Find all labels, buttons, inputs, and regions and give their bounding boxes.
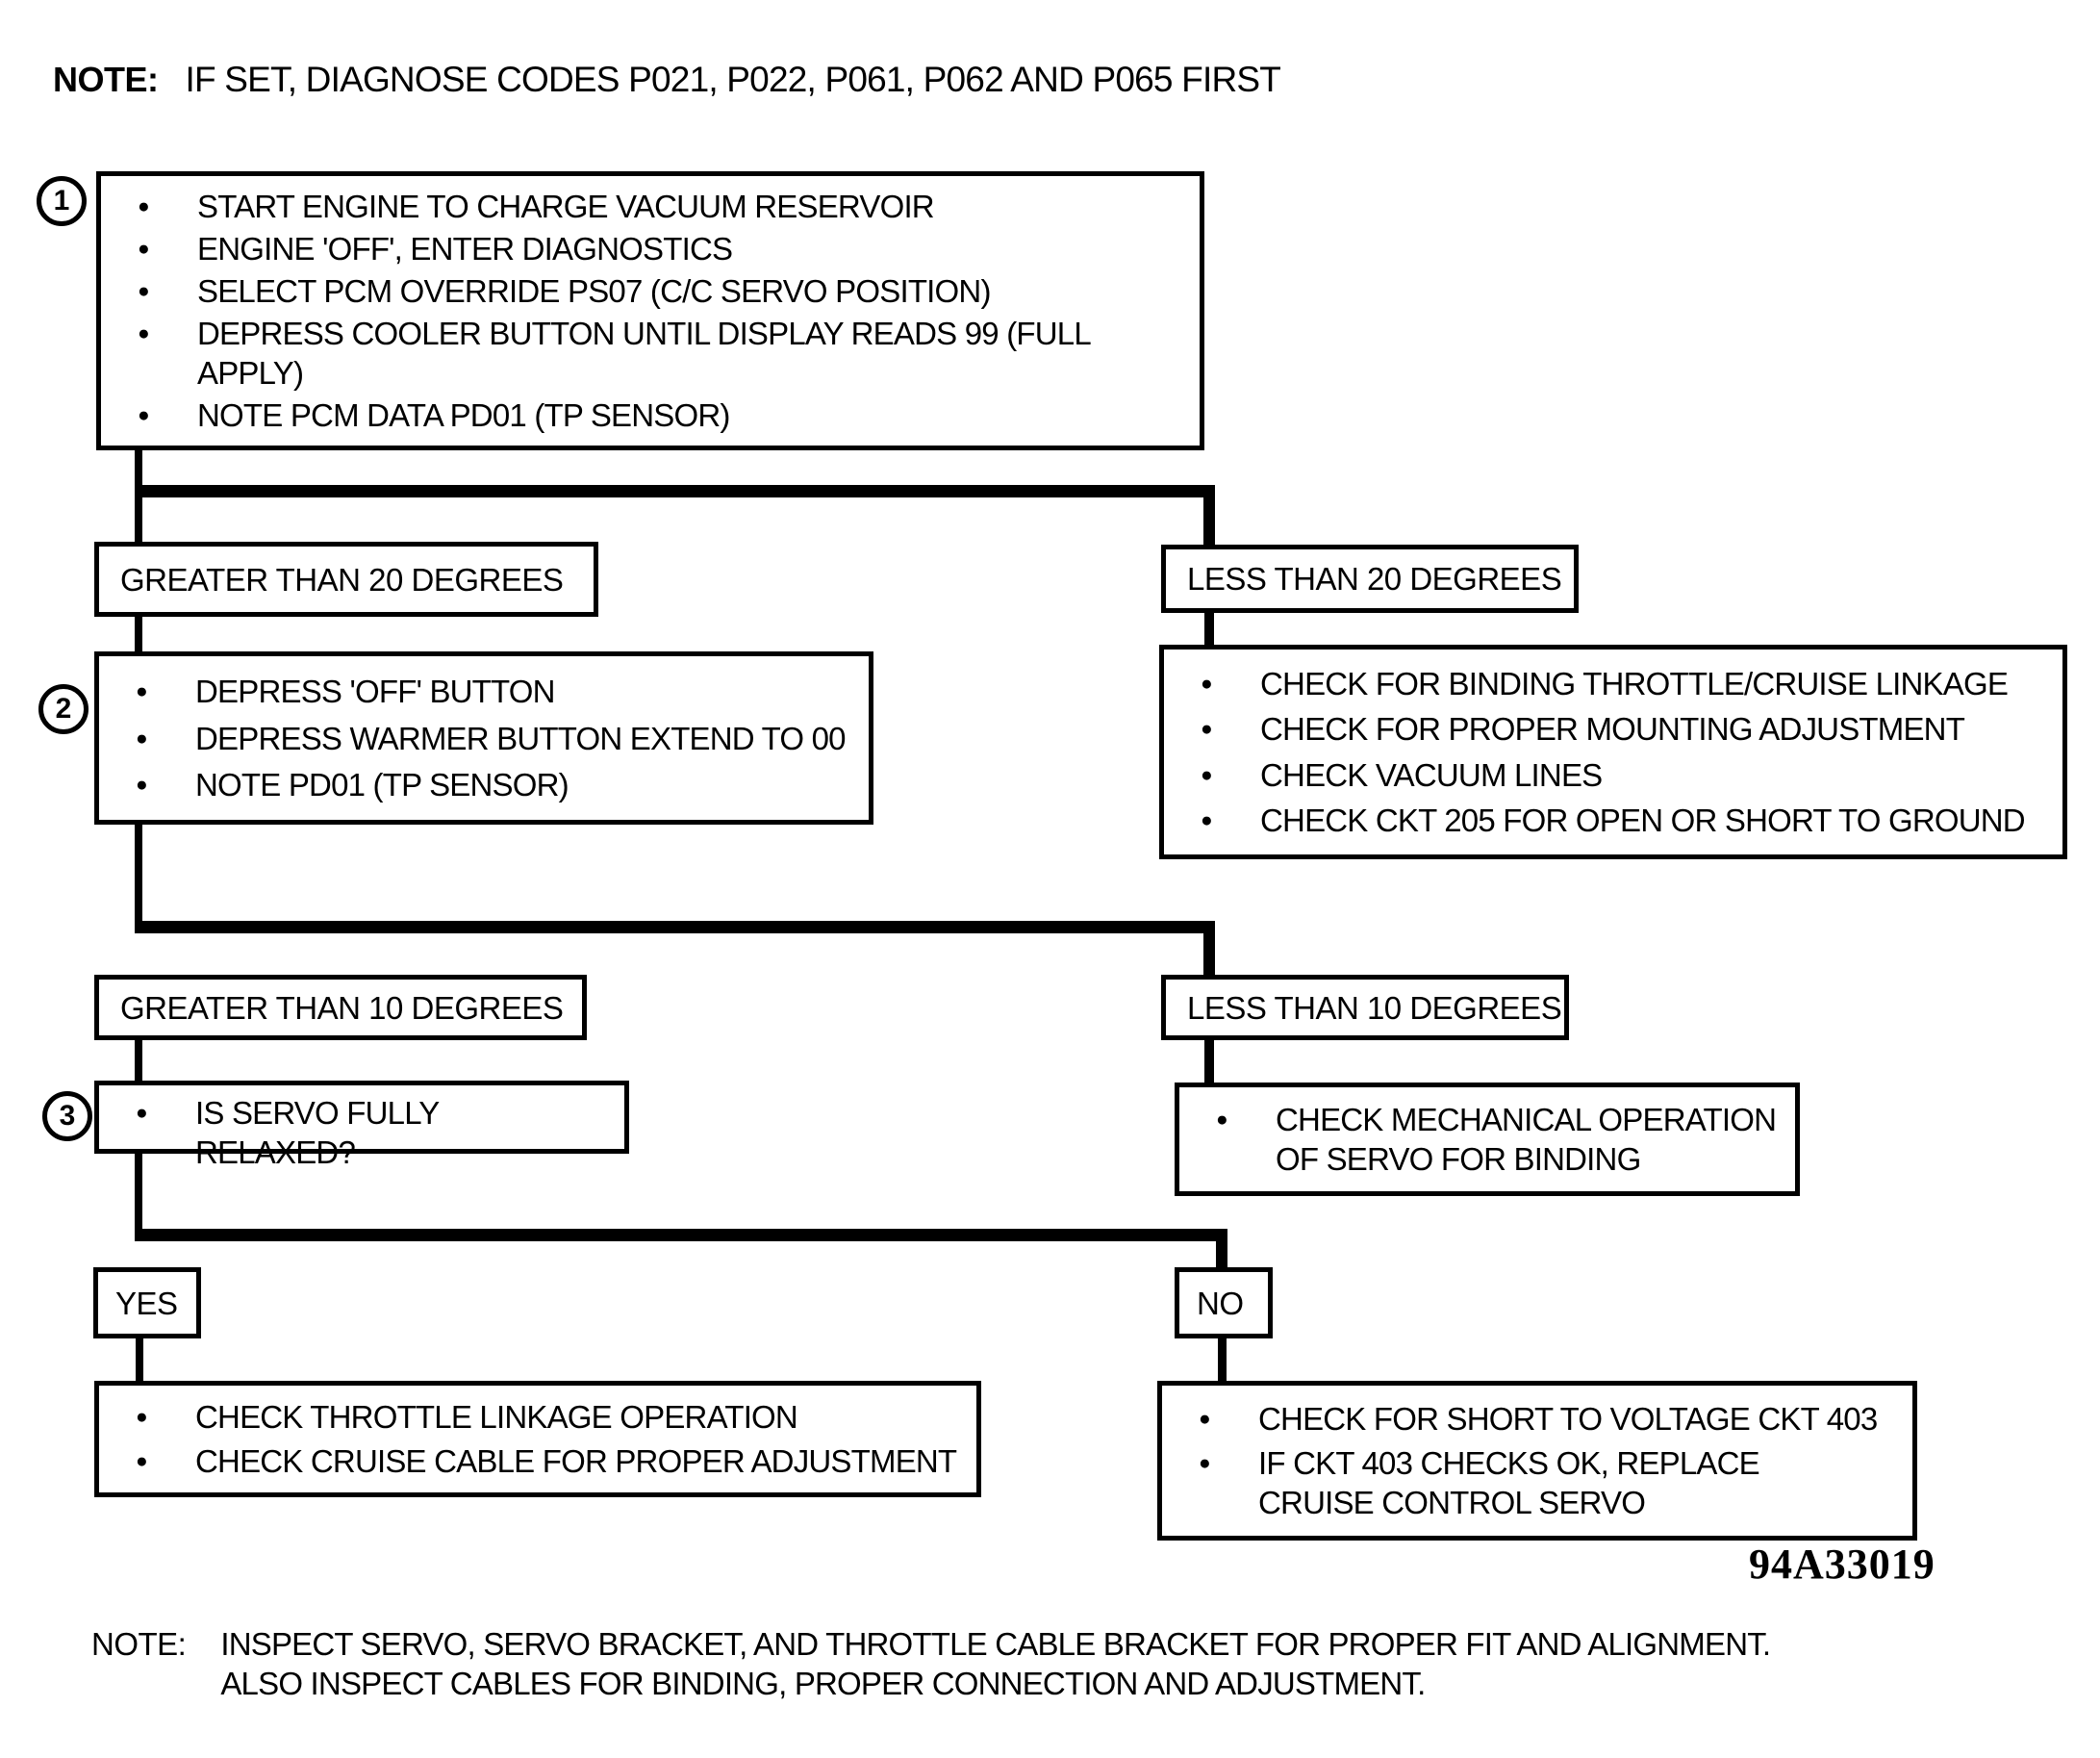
top-note-label: NOTE: xyxy=(53,60,159,99)
yes-check-item: ● CHECK CRUISE CABLE FOR PROPER ADJUSTME… xyxy=(111,1441,965,1481)
step-3-marker: 3 xyxy=(42,1091,92,1141)
bullet-icon: ● xyxy=(136,774,148,797)
connector-lt10-down xyxy=(1204,1040,1214,1084)
yes-check-text: CHECK CRUISE CABLE FOR PROPER ADJUSTMENT xyxy=(195,1442,957,1479)
lt20-check-item: ● CHECK VACUUM LINES xyxy=(1176,755,2051,795)
bullet-icon: ● xyxy=(1216,1108,1228,1131)
step-2-item: ● DEPRESS WARMER BUTTON EXTEND TO 00 xyxy=(111,719,857,758)
branch-no-box: NO xyxy=(1175,1267,1273,1338)
top-note-text: IF SET, DIAGNOSE CODES P021, P022, P061,… xyxy=(185,60,1281,99)
bottom-note-line: ALSO INSPECT CABLES FOR BINDING, PROPER … xyxy=(220,1666,1426,1701)
step-1-item: ● DEPRESS COOLER BUTTON UNTIL DISPLAY RE… xyxy=(113,314,1188,393)
bullet-icon: ● xyxy=(138,195,150,217)
lt20-check-text: CHECK FOR BINDING THROTTLE/CRUISE LINKAG… xyxy=(1260,665,2009,701)
connector-branch1-bar xyxy=(135,485,1215,497)
branch-yes-box: YES xyxy=(93,1267,201,1338)
step-1-item-text: DEPRESS COOLER BUTTON UNTIL DISPLAY READ… xyxy=(197,316,1097,391)
bullet-icon: ● xyxy=(136,679,148,702)
connector-branch2-bar xyxy=(135,921,1215,933)
no-check-text: IF CKT 403 CHECKS OK, REPLACE CRUISE CON… xyxy=(1258,1445,1768,1521)
yes-check-item: ● CHECK THROTTLE LINKAGE OPERATION xyxy=(111,1397,965,1437)
bullet-icon: ● xyxy=(138,280,150,302)
connector-branch3-bar xyxy=(135,1229,1227,1241)
lt20-check-item: ● CHECK CKT 205 FOR OPEN OR SHORT TO GRO… xyxy=(1176,801,2051,840)
top-note: NOTE: IF SET, DIAGNOSE CODES P021, P022,… xyxy=(53,60,1281,100)
no-checks-box: ● CHECK FOR SHORT TO VOLTAGE CKT 403 ● I… xyxy=(1157,1381,1917,1541)
step-2-item: ● NOTE PD01 (TP SENSOR) xyxy=(111,765,857,804)
step-3-item: ● IS SERVO FULLY RELAXED? xyxy=(111,1093,613,1172)
lt10-check-text: CHECK MECHANICAL OPERATION OF SERVO FOR … xyxy=(1276,1102,1784,1177)
connector-branch1-right-drop xyxy=(1203,485,1215,547)
lt20-check-text: CHECK FOR PROPER MOUNTING ADJUSTMENT xyxy=(1260,711,1965,748)
step-1-item-text: START ENGINE TO CHARGE VACUUM RESERVOIR xyxy=(197,189,935,224)
branch-lt20-label: LESS THAN 20 DEGREES xyxy=(1187,561,1562,597)
bullet-icon: ● xyxy=(136,1406,148,1429)
lt10-check-item: ● CHECK MECHANICAL OPERATION OF SERVO FO… xyxy=(1191,1100,1784,1179)
branch-gt10-label: GREATER THAN 10 DEGREES xyxy=(120,989,564,1026)
step-1-item: ● SELECT PCM OVERRIDE PS07 (C/C SERVO PO… xyxy=(113,271,1188,311)
step-1-item: ● ENGINE 'OFF', ENTER DIAGNOSTICS xyxy=(113,229,1188,268)
step-2-item-text: DEPRESS 'OFF' BUTTON xyxy=(195,673,556,709)
step-3-item-text: IS SERVO FULLY RELAXED? xyxy=(195,1095,455,1170)
connector-gt20-down xyxy=(135,617,142,653)
bullet-icon: ● xyxy=(1201,718,1213,741)
connector-step2-down xyxy=(135,823,142,929)
bottom-note-line: INSPECT SERVO, SERVO BRACKET, AND THROTT… xyxy=(220,1626,1771,1662)
step-2-marker: 2 xyxy=(38,684,89,734)
lt20-check-text: CHECK CKT 205 FOR OPEN OR SHORT TO GROUN… xyxy=(1260,803,2026,839)
connector-gt10-down xyxy=(135,1040,142,1083)
connector-step3-down xyxy=(135,1154,142,1238)
lt20-check-item: ● CHECK FOR PROPER MOUNTING ADJUSTMENT xyxy=(1176,709,2051,749)
no-check-text: CHECK FOR SHORT TO VOLTAGE CKT 403 xyxy=(1258,1400,1878,1437)
step-2-item: ● DEPRESS 'OFF' BUTTON xyxy=(111,672,857,711)
bullet-icon: ● xyxy=(1199,1452,1211,1475)
bullet-icon: ● xyxy=(1199,1407,1211,1430)
lt20-check-item: ● CHECK FOR BINDING THROTTLE/CRUISE LINK… xyxy=(1176,664,2051,703)
no-check-item: ● CHECK FOR SHORT TO VOLTAGE CKT 403 xyxy=(1174,1399,1901,1439)
step-1-item: ● NOTE PCM DATA PD01 (TP SENSOR) xyxy=(113,395,1188,435)
bullet-icon: ● xyxy=(1201,763,1213,786)
step-1-marker: 1 xyxy=(37,176,87,226)
connector-branch3-right-drop xyxy=(1216,1229,1227,1271)
step-3-box: ● IS SERVO FULLY RELAXED? xyxy=(94,1081,629,1170)
step-1-box: ● START ENGINE TO CHARGE VACUUM RESERVOI… xyxy=(96,171,1204,450)
yes-checks-box: ● CHECK THROTTLE LINKAGE OPERATION ● CHE… xyxy=(94,1381,981,1497)
branch-lt20-box: LESS THAN 20 DEGREES xyxy=(1161,545,1579,613)
step-2-item-text: DEPRESS WARMER BUTTON EXTEND TO 00 xyxy=(195,720,847,756)
bottom-note-lines: INSPECT SERVO, SERVO BRACKET, AND THROTT… xyxy=(220,1624,1771,1703)
bottom-note-label: NOTE: xyxy=(91,1626,187,1662)
bullet-icon: ● xyxy=(138,404,150,426)
bullet-icon: ● xyxy=(1201,672,1213,695)
branch-no-label: NO xyxy=(1197,1285,1244,1321)
bullet-icon: ● xyxy=(136,726,148,750)
bullet-icon: ● xyxy=(136,1102,148,1124)
figure-code: 94A33019 xyxy=(1749,1541,1936,1588)
step-1-item-text: NOTE PCM DATA PD01 (TP SENSOR) xyxy=(197,397,730,433)
branch-gt20-box: GREATER THAN 20 DEGREES xyxy=(94,542,598,617)
connector-no-down xyxy=(1218,1338,1227,1383)
connector-lt20-down xyxy=(1204,613,1214,653)
yes-check-text: CHECK THROTTLE LINKAGE OPERATION xyxy=(195,1399,798,1436)
branch-gt10-box: GREATER THAN 10 DEGREES xyxy=(94,975,587,1040)
bullet-icon: ● xyxy=(1201,809,1213,832)
branch-gt20-label: GREATER THAN 20 DEGREES xyxy=(120,561,564,598)
lt10-check-box: ● CHECK MECHANICAL OPERATION OF SERVO FO… xyxy=(1175,1083,1800,1196)
step-1-item-text: ENGINE 'OFF', ENTER DIAGNOSTICS xyxy=(197,231,733,267)
branch-lt10-label: LESS THAN 10 DEGREES xyxy=(1187,989,1562,1026)
step-1-item-text: SELECT PCM OVERRIDE PS07 (C/C SERVO POSI… xyxy=(197,273,991,309)
step-2-box: ● DEPRESS 'OFF' BUTTON ● DEPRESS WARMER … xyxy=(94,651,873,825)
branch-yes-label: YES xyxy=(115,1285,178,1321)
bullet-icon: ● xyxy=(136,1449,148,1472)
no-check-item: ● IF CKT 403 CHECKS OK, REPLACE CRUISE C… xyxy=(1174,1443,1901,1522)
bottom-note: NOTE: INSPECT SERVO, SERVO BRACKET, AND … xyxy=(91,1624,1771,1703)
bullet-icon: ● xyxy=(138,322,150,344)
step-1-item: ● START ENGINE TO CHARGE VACUUM RESERVOI… xyxy=(113,187,1188,226)
branch-lt10-box: LESS THAN 10 DEGREES xyxy=(1161,975,1569,1040)
connector-branch2-right-drop xyxy=(1203,921,1215,977)
lt20-checks-box: ● CHECK FOR BINDING THROTTLE/CRUISE LINK… xyxy=(1159,645,2067,859)
bullet-icon: ● xyxy=(138,238,150,260)
step-2-item-text: NOTE PD01 (TP SENSOR) xyxy=(195,767,569,803)
connector-yes-down xyxy=(136,1338,143,1383)
lt20-check-text: CHECK VACUUM LINES xyxy=(1260,756,1603,793)
